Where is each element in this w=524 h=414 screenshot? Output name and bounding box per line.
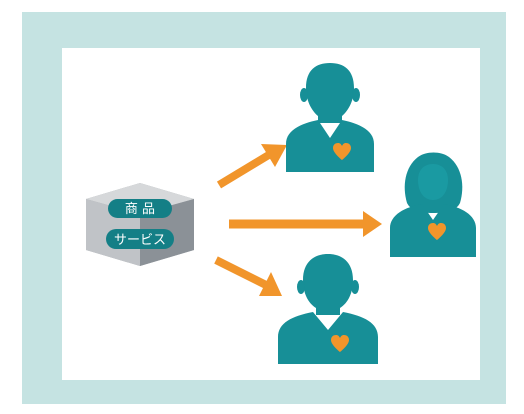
arrowhead <box>363 211 382 237</box>
arrow-to-top-customer <box>216 144 287 189</box>
arrow-to-bottom-customer <box>214 256 282 296</box>
arrowhead <box>261 144 287 167</box>
person-icon <box>390 152 476 257</box>
product-pill <box>108 199 172 218</box>
arrow-shaft <box>214 256 268 289</box>
person-icon <box>278 254 378 364</box>
product-service-box: 商 品 サービス <box>86 183 194 266</box>
heart-icon <box>333 143 351 160</box>
arrow-to-middle-customer <box>229 211 382 237</box>
customer-man-bottom <box>278 254 378 364</box>
arrowhead <box>259 272 282 296</box>
heart-icon <box>331 335 349 352</box>
service-pill <box>106 229 174 249</box>
product-label: 商 品 <box>125 202 155 217</box>
arrow-shaft <box>216 149 275 189</box>
customer-woman-middle <box>390 152 476 257</box>
service-label: サービス <box>114 233 166 248</box>
person-icon <box>286 63 374 172</box>
customer-man-top <box>286 63 374 172</box>
heart-icon <box>428 223 446 240</box>
